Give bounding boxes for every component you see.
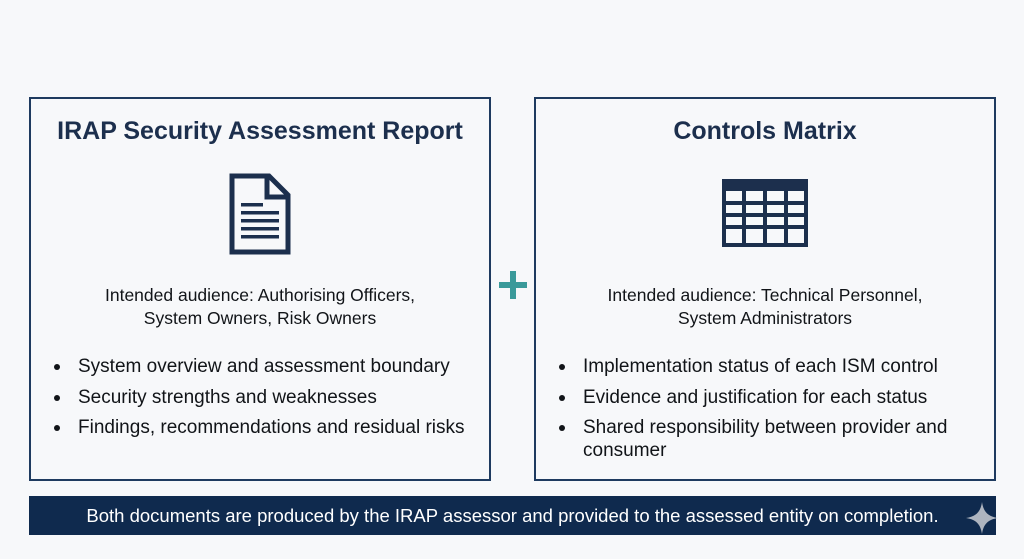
plus-icon — [499, 271, 527, 299]
audience-line: Intended audience: Technical Personnel, — [607, 285, 923, 305]
card-title: Controls Matrix — [673, 117, 857, 145]
controls-matrix-card: Controls Matrix Intended audience: Techn… — [534, 97, 996, 481]
list-item: Evidence and justification for each stat… — [558, 386, 980, 409]
card-title: IRAP Security Assessment Report — [57, 117, 463, 145]
audience-line: System Administrators — [677, 308, 853, 328]
table-grid-icon — [722, 179, 808, 247]
list-item: System overview and assessment boundary — [53, 355, 475, 378]
content-list: Implementation status of each ISM contro… — [558, 355, 980, 470]
document-icon-wrapper — [31, 173, 489, 255]
footer-banner: Both documents are produced by the IRAP … — [29, 496, 996, 535]
footer-text: Both documents are produced by the IRAP … — [86, 504, 939, 526]
table-grid-icon-wrapper — [536, 179, 994, 247]
sparkle-icon — [966, 502, 998, 534]
list-item: Findings, recommendations and residual r… — [53, 416, 475, 439]
intended-audience: Intended audience: Authorising Officers,… — [43, 284, 477, 330]
audience-line: Intended audience: Authorising Officers, — [104, 285, 416, 305]
list-item: Shared responsibility between provider a… — [558, 416, 980, 462]
list-item: Implementation status of each ISM contro… — [558, 355, 980, 378]
content-list: System overview and assessment boundary … — [53, 355, 475, 447]
audience-line: System Owners, Risk Owners — [143, 308, 377, 328]
document-icon — [229, 173, 291, 255]
security-assessment-report-card: IRAP Security Assessment Report Intended… — [29, 97, 491, 481]
list-item: Security strengths and weaknesses — [53, 386, 475, 409]
intended-audience: Intended audience: Technical Personnel, … — [548, 284, 982, 330]
